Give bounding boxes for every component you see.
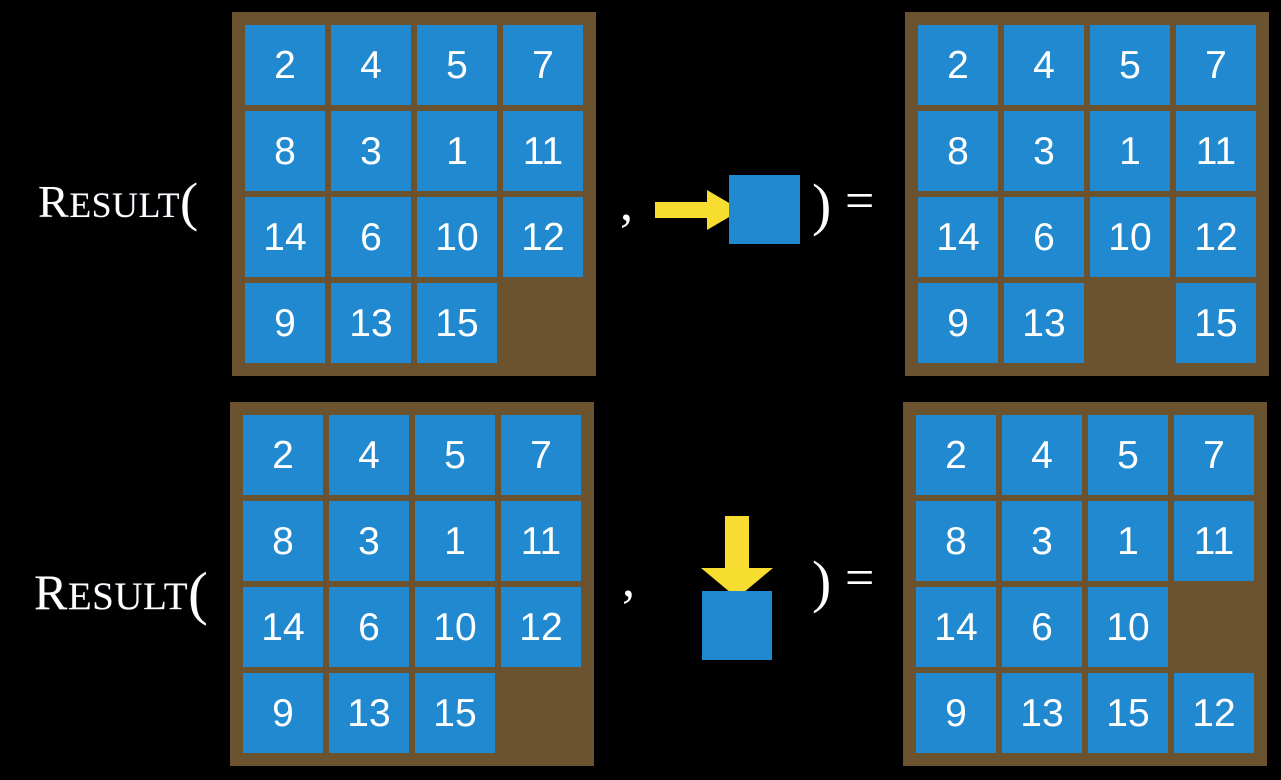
tile[interactable]: 4: [1002, 415, 1082, 495]
result-label-row-2: RESULT(: [34, 560, 208, 622]
result-label-rest: ESULT: [69, 185, 180, 225]
input-board-row-2: 2 4 5 7 8 3 1 11 14 6 10 12 9 13 15: [230, 402, 594, 766]
tile[interactable]: 15: [1176, 283, 1256, 363]
tile[interactable]: 4: [331, 25, 411, 105]
tile[interactable]: 2: [245, 25, 325, 105]
equals-sign-row-1: =: [845, 173, 875, 230]
tile[interactable]: 11: [1176, 111, 1256, 191]
tile[interactable]: 13: [1002, 673, 1082, 753]
tile[interactable]: 13: [329, 673, 409, 753]
result-label-row-1: RESULT(: [38, 172, 199, 229]
tile[interactable]: 3: [1002, 501, 1082, 581]
tile[interactable]: 2: [916, 415, 996, 495]
tile[interactable]: 10: [415, 587, 495, 667]
empty-slot[interactable]: [501, 673, 581, 753]
tile[interactable]: 12: [1176, 197, 1256, 277]
tile[interactable]: 15: [417, 283, 497, 363]
tile[interactable]: 7: [501, 415, 581, 495]
result-label-rest: ESULT: [67, 575, 189, 618]
tile[interactable]: 1: [1088, 501, 1168, 581]
empty-slot[interactable]: [1090, 283, 1170, 363]
tile[interactable]: 7: [1176, 25, 1256, 105]
tile[interactable]: 4: [329, 415, 409, 495]
tile[interactable]: 6: [1004, 197, 1084, 277]
tile[interactable]: 1: [1090, 111, 1170, 191]
tile[interactable]: 2: [918, 25, 998, 105]
tile[interactable]: 3: [329, 501, 409, 581]
argument-separator-comma-row-2: ,: [622, 551, 635, 608]
tile[interactable]: 6: [331, 197, 411, 277]
result-label-initial: R: [38, 176, 70, 227]
result-label-initial: R: [34, 564, 68, 620]
tile[interactable]: 5: [1090, 25, 1170, 105]
tile[interactable]: 8: [916, 501, 996, 581]
tile[interactable]: 5: [1088, 415, 1168, 495]
tile[interactable]: 9: [243, 673, 323, 753]
tile[interactable]: 10: [417, 197, 497, 277]
tile[interactable]: 12: [501, 587, 581, 667]
tile[interactable]: 9: [918, 283, 998, 363]
tile[interactable]: 14: [916, 587, 996, 667]
tile[interactable]: 5: [415, 415, 495, 495]
tile[interactable]: 15: [415, 673, 495, 753]
tile[interactable]: 11: [1174, 501, 1254, 581]
tile[interactable]: 9: [916, 673, 996, 753]
tile[interactable]: 2: [243, 415, 323, 495]
moving-tile-row-2[interactable]: [702, 591, 772, 660]
arrow-down-icon: [701, 516, 773, 598]
tile[interactable]: 13: [1004, 283, 1084, 363]
tile[interactable]: 1: [417, 111, 497, 191]
tile[interactable]: 8: [245, 111, 325, 191]
tile[interactable]: 13: [331, 283, 411, 363]
tile[interactable]: 10: [1088, 587, 1168, 667]
tile[interactable]: 6: [329, 587, 409, 667]
tile[interactable]: 15: [1088, 673, 1168, 753]
argument-separator-comma-row-1: ,: [620, 175, 633, 232]
empty-slot[interactable]: [1174, 587, 1254, 667]
arrow-right-icon: [655, 190, 741, 230]
tile[interactable]: 8: [243, 501, 323, 581]
tile[interactable]: 6: [1002, 587, 1082, 667]
tile[interactable]: 14: [918, 197, 998, 277]
result-label-open-paren: (: [188, 559, 209, 626]
tile[interactable]: 3: [331, 111, 411, 191]
tile[interactable]: 1: [415, 501, 495, 581]
output-board-row-2: 2 4 5 7 8 3 1 11 14 6 10 9 13 15 12: [903, 402, 1267, 766]
tile[interactable]: 12: [503, 197, 583, 277]
tile[interactable]: 4: [1004, 25, 1084, 105]
tile[interactable]: 11: [503, 111, 583, 191]
close-paren-row-1: ): [812, 172, 832, 237]
tile[interactable]: 11: [501, 501, 581, 581]
tile[interactable]: 7: [1174, 415, 1254, 495]
tile[interactable]: 3: [1004, 111, 1084, 191]
input-board-row-1: 2 4 5 7 8 3 1 11 14 6 10 12 9 13 15: [232, 12, 596, 376]
tile[interactable]: 5: [417, 25, 497, 105]
tile[interactable]: 9: [245, 283, 325, 363]
moving-tile-row-1[interactable]: [729, 175, 800, 244]
tile[interactable]: 12: [1174, 673, 1254, 753]
tile[interactable]: 14: [245, 197, 325, 277]
tile[interactable]: 8: [918, 111, 998, 191]
equals-sign-row-2: =: [845, 550, 875, 607]
tile[interactable]: 10: [1090, 197, 1170, 277]
tile[interactable]: 7: [503, 25, 583, 105]
result-label-open-paren: (: [180, 172, 199, 233]
empty-slot[interactable]: [503, 283, 583, 363]
tile[interactable]: 14: [243, 587, 323, 667]
close-paren-row-2: ): [812, 549, 832, 614]
output-board-row-1: 2 4 5 7 8 3 1 11 14 6 10 12 9 13 15: [905, 12, 1269, 376]
